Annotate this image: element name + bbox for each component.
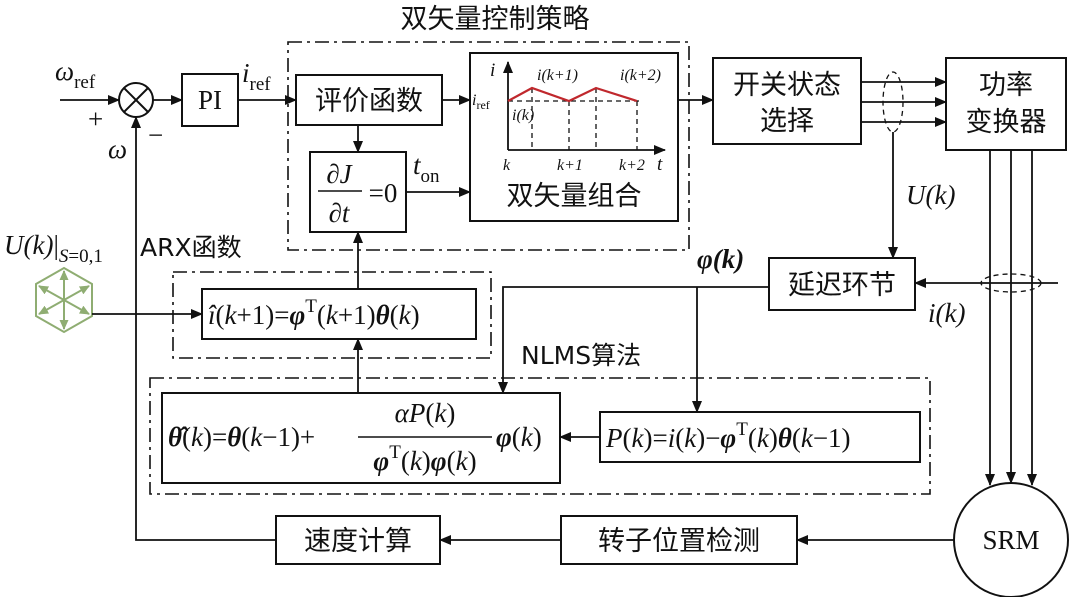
nlms-group	[149, 377, 931, 495]
arx-equation: î(k+1)=φT(k+1)θ(k)	[208, 296, 420, 330]
srm-label: SRM	[982, 525, 1039, 555]
dual-vector-strategy-group	[287, 41, 690, 251]
omega-ref-label: ωref	[55, 56, 96, 93]
delay-block	[768, 257, 916, 311]
u-input-label: U(k)|S=0,1	[4, 230, 103, 267]
nlms-label: NLMS算法	[521, 341, 641, 370]
arx-group	[172, 271, 492, 359]
mini-i-axis-label: i	[490, 60, 495, 81]
svg-text:∂t: ∂t	[329, 198, 351, 228]
svg-text:θ̂(k)=θ(k−1)+: θ̂(k)=θ(k−1)+	[168, 422, 315, 452]
error-equation: P(k)=i(k)−φT(k)θ(k−1)	[605, 419, 851, 453]
evaluation-function-label: 评价函数	[315, 86, 423, 117]
dual-vector-combination-block	[469, 52, 679, 222]
svg-text:φ(k): φ(k)	[496, 422, 542, 452]
current-waveform	[507, 86, 638, 103]
arx-prediction-block	[201, 288, 477, 340]
mini-t-label: t	[657, 154, 663, 175]
signal-wires	[60, 71, 1058, 545]
svg-text:αP(k): αP(k)	[395, 398, 456, 428]
dual-vector-combination-label: 双矢量组合	[507, 181, 642, 212]
evaluation-function-block	[295, 74, 443, 126]
voltage-vector-hexagon-icon	[35, 266, 93, 334]
current-mini-plot: i iref i(k) i(k+1) i(k+2) k k+1 k+2 t	[472, 60, 666, 175]
i-ref-label: iref	[242, 58, 271, 95]
summing-junction	[118, 82, 154, 118]
strategy-title: 双矢量控制策略	[401, 4, 590, 35]
mini-ik1-label: i(k+1)	[537, 67, 578, 84]
minus-sign: −	[148, 120, 163, 150]
i-k-label: i(k)	[928, 298, 965, 328]
delay-label: 延迟环节	[788, 270, 896, 301]
svg-text:∂J: ∂J	[326, 159, 353, 189]
pi-label: PI	[198, 85, 222, 115]
converter-label-1: 功率	[979, 70, 1033, 101]
omega-feedback-label: ω	[108, 134, 127, 164]
mini-k-label: k	[503, 157, 511, 174]
speed-calc-label: 速度计算	[304, 526, 412, 557]
svg-text:=0: =0	[369, 178, 398, 208]
svg-text:φT(k)φ(k): φT(k)φ(k)	[373, 442, 476, 476]
mini-ik-label: i(k)	[512, 107, 534, 124]
arx-label: ARX函数	[140, 233, 242, 262]
switch-state-label-1: 开关状态	[733, 70, 841, 101]
mini-ik2-label: i(k+2)	[620, 67, 661, 84]
t-on-label: ton	[413, 150, 440, 187]
theta-update-block	[161, 392, 561, 484]
converter-label-2: 变换器	[966, 107, 1047, 138]
derivative-equation: ∂J ∂t =0	[318, 159, 397, 228]
phi-k-label: φ(k)	[697, 244, 744, 274]
plus-sign: +	[88, 104, 103, 134]
power-converter-block	[945, 57, 1067, 151]
u-k-label: U(k)	[906, 180, 955, 210]
mini-k1-label: k+1	[557, 157, 583, 174]
switch-state-label-2: 选择	[760, 106, 814, 137]
rotor-position-label: 转子位置检测	[598, 526, 760, 557]
mini-k2-label: k+2	[619, 157, 645, 174]
